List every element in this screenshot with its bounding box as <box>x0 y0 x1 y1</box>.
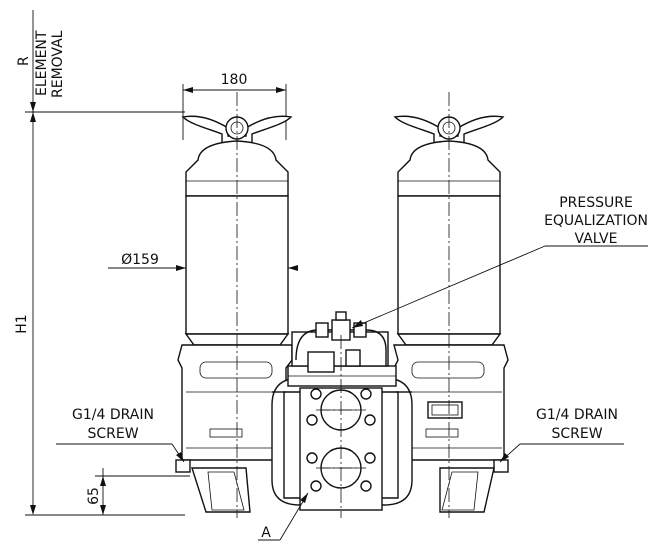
label-pressure-2: EQUALIZATION <box>544 213 648 229</box>
centerlines <box>236 92 450 518</box>
label-pressure-3: VALVE <box>575 231 618 247</box>
foot-dimension <box>95 468 190 515</box>
label-diameter: Ø159 <box>121 252 159 268</box>
label-height: H1 <box>14 314 30 333</box>
label-element: ELEMENT <box>34 30 50 96</box>
label-drain-left-1: G1/4 DRAIN <box>72 407 154 423</box>
label-drain-left-2: SCREW <box>87 426 138 442</box>
label-width: 180 <box>221 72 248 88</box>
label-pressure-1: PRESSURE <box>559 195 633 211</box>
central-valve-block <box>271 311 413 511</box>
label-drain-right-1: G1/4 DRAIN <box>536 407 618 423</box>
label-section-a: A <box>261 525 271 541</box>
vertical-dimensions <box>25 10 185 516</box>
width-dimension <box>182 84 287 140</box>
leaders <box>56 245 648 541</box>
label-removal: REMOVAL <box>50 30 66 98</box>
label-r: R <box>16 56 32 66</box>
label-drain-right-2: SCREW <box>551 426 602 442</box>
label-foot: 65 <box>86 487 102 505</box>
